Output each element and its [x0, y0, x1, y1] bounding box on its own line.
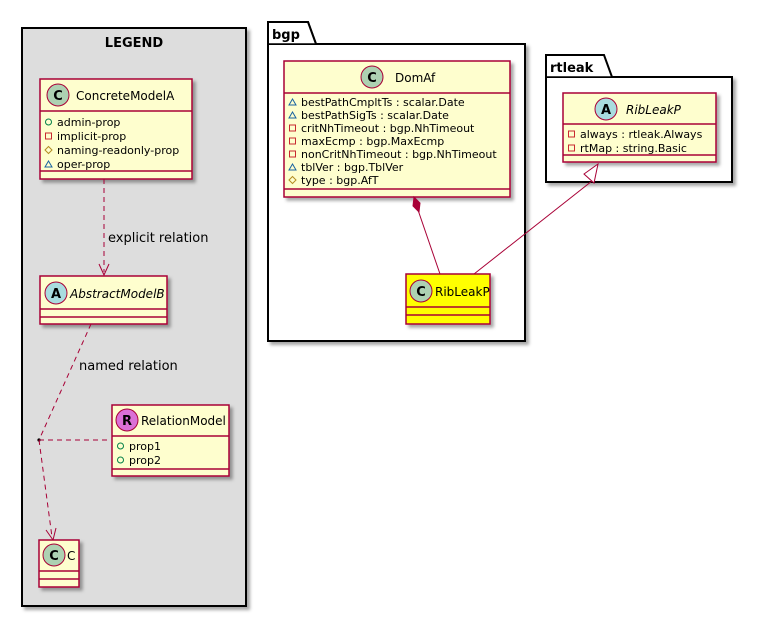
class-c-icon — [46, 83, 70, 107]
domaf-class[interactable]: C DomAf bestPathCmpltTs : scalar.Datebes… — [283, 60, 511, 198]
stereotype-letter: C — [416, 285, 426, 300]
attribute-row: critNhTimeout : bgp.NhTimeout — [301, 122, 475, 135]
abstract-model-b-class[interactable]: A AbstractModelB — [39, 275, 168, 325]
bgp-ribleakp-class[interactable]: C RibLeakP — [405, 273, 491, 325]
concrete-model-a-class[interactable]: C ConcreteModelA admin-propimplicit-prop… — [39, 78, 193, 180]
stereotype-letter: C — [367, 71, 377, 86]
attribute-row: naming-readonly-prop — [57, 144, 179, 157]
class-name: AbstractModelB — [69, 287, 165, 301]
visibility-private-icon — [568, 130, 575, 138]
attribute-row: maxEcmp : bgp.MaxEcmp — [301, 135, 444, 148]
attribute-row: tblVer : bgp.TblVer — [301, 161, 404, 174]
stereotype-letter: A — [601, 103, 611, 118]
visibility-package-icon — [288, 111, 297, 119]
named-relation-label: named relation — [79, 359, 178, 374]
class-name: RibLeakP — [435, 285, 490, 299]
legend-title: LEGEND — [105, 36, 164, 51]
class-name: RelationModel — [141, 414, 226, 428]
explicit-relation-arrow: explicit relation — [98, 179, 208, 277]
class-a-icon — [44, 281, 68, 305]
class-name: ConcreteModelA — [76, 89, 175, 103]
visibility-public-icon — [45, 118, 52, 126]
visibility-private-icon — [568, 144, 575, 152]
named-relation-edge: named relation — [37, 323, 178, 542]
visibility-public-icon — [117, 442, 124, 450]
stereotype-letter: C — [53, 89, 63, 104]
composition-edge — [412, 195, 441, 275]
class-a-icon — [594, 97, 618, 121]
attribute-row: bestPathCmpltTs : scalar.Date — [301, 96, 465, 109]
visibility-package-icon — [44, 160, 53, 168]
attribute-row: always : rtleak.Always — [580, 128, 703, 141]
visibility-protected-icon — [288, 175, 297, 185]
attribute-row: type : bgp.AfT — [301, 174, 379, 187]
generalization-edge — [473, 162, 599, 275]
visibility-private-icon — [45, 132, 52, 140]
attribute-row: prop2 — [129, 454, 161, 467]
visibility-package-icon — [288, 98, 297, 106]
attribute-row: oper-prop — [57, 158, 110, 171]
stereotype-letter: R — [122, 414, 132, 429]
visibility-protected-icon — [44, 145, 53, 155]
stereotype-letter: C — [49, 549, 59, 564]
package-name: rtleak — [550, 61, 594, 76]
attribute-row: rtMap : string.Basic — [580, 142, 687, 155]
class-c[interactable]: C C — [38, 539, 80, 588]
visibility-private-icon — [289, 124, 296, 132]
attribute-row: bestPathSigTs : scalar.Date — [301, 109, 449, 122]
explicit-relation-label: explicit relation — [108, 231, 208, 246]
attribute-row: nonCritNhTimeout : bgp.NhTimeout — [301, 148, 497, 161]
attribute-row: prop1 — [129, 440, 161, 453]
visibility-package-icon — [288, 163, 297, 171]
attribute-row: implicit-prop — [57, 130, 126, 143]
class-c-icon — [360, 65, 384, 89]
stereotype-letter: A — [51, 287, 61, 302]
class-c-icon — [42, 543, 66, 567]
visibility-private-icon — [289, 137, 296, 145]
class-c-icon — [409, 279, 433, 303]
class-r-icon — [115, 408, 139, 432]
visibility-public-icon — [117, 456, 124, 464]
package-name: bgp — [272, 28, 300, 43]
class-name: RibLeakP — [626, 103, 682, 117]
class-name: C — [67, 549, 75, 563]
class-name: DomAf — [395, 71, 436, 85]
attribute-row: admin-prop — [57, 116, 120, 129]
visibility-private-icon — [289, 150, 296, 158]
